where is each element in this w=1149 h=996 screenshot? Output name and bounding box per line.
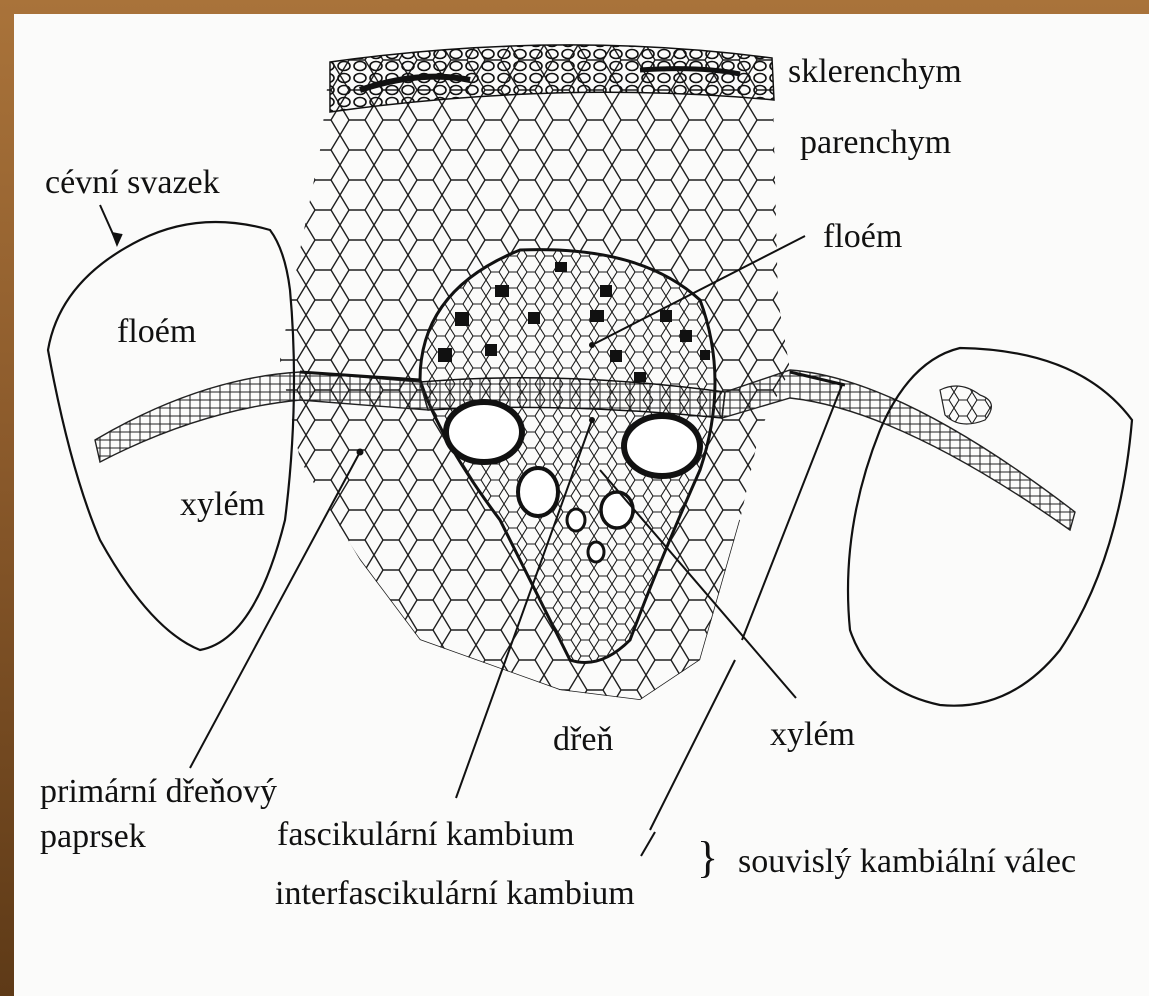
label-parenchym: parenchym <box>800 126 951 160</box>
label-fascikularni-kambium: fascikulární kambium <box>277 818 574 852</box>
label-souvisly-kambialni-valec: souvislý kambiální válec <box>738 845 1076 879</box>
left-vascular-bundle <box>48 222 294 650</box>
label-xylem-right: xylém <box>770 718 855 752</box>
label-brace: } <box>697 836 718 880</box>
label-paprsek: paprsek <box>40 820 146 854</box>
label-floem-right: floém <box>823 220 902 254</box>
label-interfascikularni-kambium: interfascikulární kambium <box>275 877 635 911</box>
label-dren: dřeň <box>553 723 613 757</box>
label-floem-left: floém <box>117 315 196 349</box>
right-bundle-phloem-cells <box>940 386 991 424</box>
label-primarni-drenovy: primární dřeňový <box>40 775 277 809</box>
label-xylem-left: xylém <box>180 488 265 522</box>
label-cevni-svazek: cévní svazek <box>45 166 220 200</box>
label-sklerenchym: sklerenchym <box>788 55 962 89</box>
